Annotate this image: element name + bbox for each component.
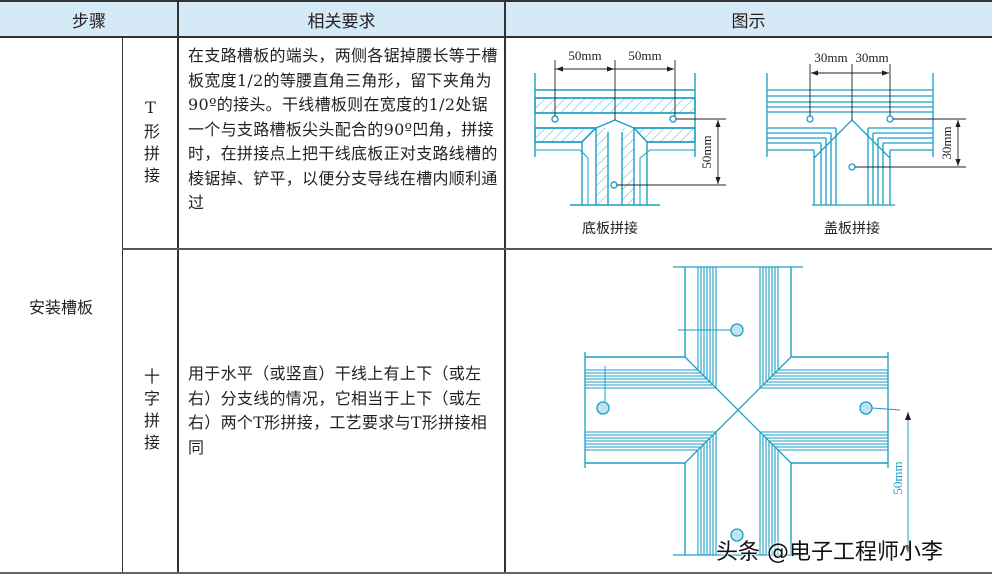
step-label: 安装槽板	[28, 297, 93, 317]
type-label-cross: 十字拼接	[141, 367, 160, 456]
bottom-board-splice-diagram	[534, 60, 726, 206]
cover-board-splice-diagram	[766, 64, 966, 206]
type-label-t: T形拼接	[141, 97, 160, 189]
wire-circle	[730, 528, 744, 542]
wire-circle	[859, 401, 873, 415]
wire-circle	[848, 163, 856, 171]
header-step-label: 步骤	[72, 11, 106, 32]
cross-splice-diagram	[584, 266, 911, 556]
type-cell-cross: 十字拼接	[122, 250, 178, 573]
divider	[177, 0, 179, 574]
dim-label: 50mm	[628, 48, 661, 63]
diagram-line	[684, 356, 792, 464]
wire-circle	[730, 323, 744, 337]
caption-bottom-board: 底板拼接	[582, 220, 638, 237]
header-illustration-label: 图示	[731, 11, 766, 32]
diagram-line	[813, 119, 853, 159]
dim-label: 30mm	[939, 126, 954, 159]
divider	[504, 0, 506, 574]
step-cell: 安装槽板	[0, 38, 122, 573]
requirement-cross: 用于水平（或竖直）干线上有上下（或左右）分支线的情况，它相当于上下（或左右）两个…	[188, 364, 488, 457]
caption-cover-board: 盖板拼接	[824, 220, 880, 237]
dim-label: 50mm	[568, 48, 601, 63]
header-illustration: 图示	[505, 0, 992, 38]
divider	[122, 248, 992, 250]
dim-label: 50mm	[890, 461, 905, 494]
wire-circle	[886, 115, 894, 123]
wire-circle	[806, 115, 814, 123]
watermark: 头条 @电子工程师小李	[716, 540, 943, 565]
header-requirement: 相关要求	[178, 0, 505, 38]
dim-label: 50mm	[699, 135, 714, 168]
dim-label: 30mm	[855, 50, 888, 65]
header-step: 步骤	[0, 0, 178, 38]
diagram-line	[851, 119, 891, 159]
table-bottom	[0, 572, 992, 574]
wire-circle	[596, 401, 610, 415]
dim-label: 30mm	[814, 50, 847, 65]
divider	[122, 38, 123, 574]
diagram-line	[871, 407, 901, 411]
header-requirement-label: 相关要求	[307, 11, 376, 32]
type-cell-t: T形拼接	[122, 38, 178, 248]
requirement-t: 在支路槽板的端头，两侧各锯掉腰长等于槽板宽度1/2的等腰直角三角形，留下夹角为9…	[188, 46, 498, 212]
